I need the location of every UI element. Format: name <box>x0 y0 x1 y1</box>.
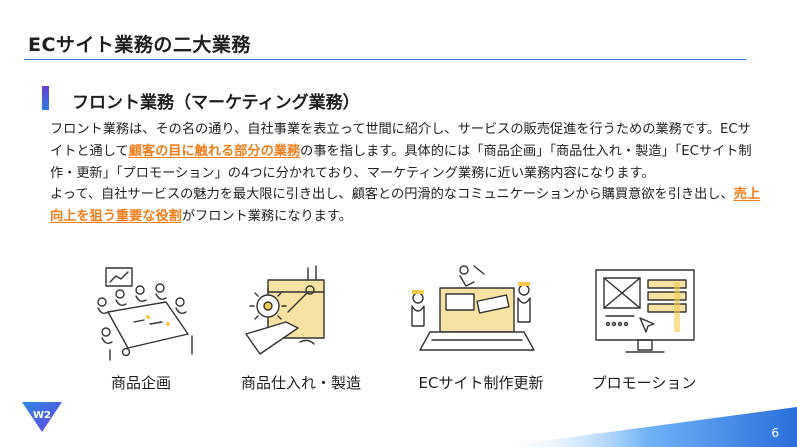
caption-sourcing-manufacturing: 商品仕入れ・製造 <box>240 374 361 392</box>
caption-promotion: プロモーション <box>591 374 697 392</box>
monitor-wireframe-illustration <box>595 269 695 353</box>
highlight-sales-role: 売上向上を狙う重要な役割 <box>50 187 761 225</box>
highlight-customer-facing: 顧客の目に触れる部分の業務 <box>128 143 301 159</box>
paragraph-1: フロント業務は、その名の通り、自社事業を表立って世間に紹介し、サービスの販売促進… <box>50 119 760 184</box>
paragraph-2-text-a: よって、自社サービスの魅力を最大限に引き出し、顧客との円滑的なコミュニケーション… <box>50 187 734 203</box>
w2-logo: W2 <box>22 402 62 432</box>
page-number: 6 <box>771 426 779 440</box>
caption-product-planning: 商品企画 <box>110 374 171 392</box>
title-divider <box>24 59 746 60</box>
paragraph-1-text-b: の事を指します。具体的には「商品企画」「商品仕入れ・製造」「ECサイト制作・更新… <box>50 143 752 181</box>
laptop-workers-illustration <box>411 265 535 351</box>
body-text: フロント業務は、その名の通り、自社事業を表立って世間に紹介し、サービスの販売促進… <box>50 119 760 228</box>
paragraph-2-text-b: がフロント業務になります。 <box>181 209 352 225</box>
logo-text: W2 <box>33 410 51 421</box>
caption-ec-site-update: ECサイト制作更新 <box>418 374 544 392</box>
section-accent-bar <box>42 86 49 110</box>
paragraph-1-text-a: フロント業務は、その名の通り、自社事業を表立って世間に紹介し、サービスの販売促進… <box>50 122 751 159</box>
gear-wrench-illustration <box>245 265 325 355</box>
section-title: フロント業務（マーケティング業務） <box>72 93 360 113</box>
corner-decoration <box>497 407 797 447</box>
slide-title: ECサイト業務の二大業務 <box>28 34 251 56</box>
paragraph-2: よって、自社サービスの魅力を最大限に引き出し、顧客との円滑的なコミュニケーション… <box>50 184 760 228</box>
meeting-illustration <box>97 267 193 361</box>
